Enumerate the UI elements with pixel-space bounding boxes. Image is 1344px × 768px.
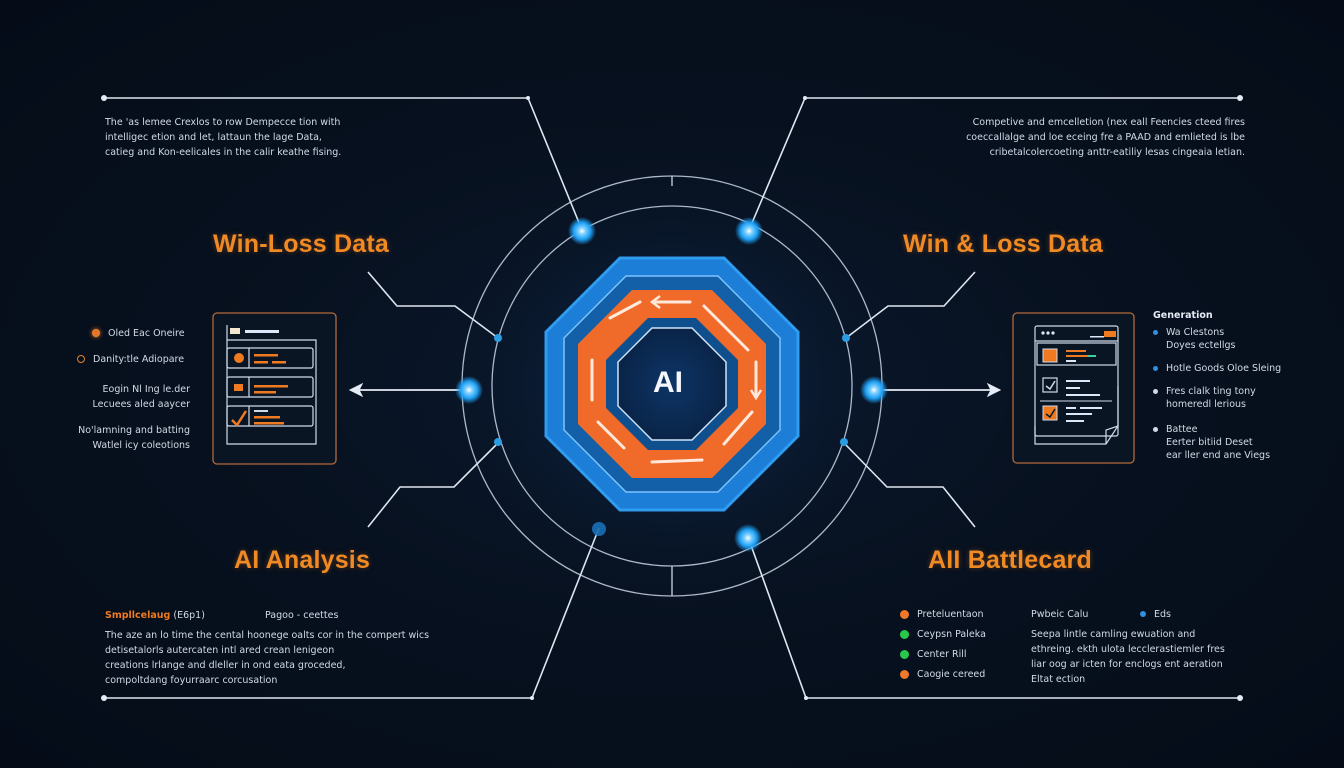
left-note-1: Eogin Nl Ing le.der Lecuees aled aaycer	[92, 384, 190, 410]
ai-core	[544, 256, 800, 512]
bottom-right-legend: Preteluentaon Ceypsn Paleka Center Rill …	[900, 604, 986, 684]
bottom-left-orange-label: Smpllcelaug	[105, 610, 171, 621]
top-right-description: Competive and emcelletion (nex eall Feen…	[966, 117, 1245, 158]
green-dot-icon	[900, 649, 909, 659]
bullet-icon	[1153, 330, 1158, 335]
top-left-description: The 'as lemee Crexlos to row Dempecce ti…	[105, 117, 342, 158]
bottom-left-right-label: Pagoo - ceettes	[265, 610, 339, 621]
bottom-right-legend-item: Preteluentaon	[900, 604, 986, 624]
generation-title: Generation	[1153, 310, 1213, 321]
bullet-icon	[1153, 427, 1158, 432]
left-note-2: No'lamning and batting Watlel icy coleot…	[78, 425, 190, 451]
generation-item: Battee Eerter bitiid Deset ear ller end …	[1153, 423, 1303, 462]
heading-win-and-loss-data: Win & Loss Data	[903, 230, 1104, 258]
orange-dot-icon	[900, 669, 909, 679]
ai-core-label: AI	[653, 366, 683, 399]
bottom-right-description: Seepa lintle camling ewuation and ethrei…	[1031, 629, 1225, 685]
bottom-right-legend-item: Caogie cereed	[900, 664, 986, 684]
orange-dot-icon	[900, 609, 909, 619]
checklist-card-left	[212, 312, 337, 465]
heading-ai-battlecard: AII Battlecard	[928, 546, 1092, 574]
heading-ai-analysis: AI Analysis	[234, 546, 371, 574]
left-legend: Oled Eac Oneire Danity:tle Adiopare	[77, 323, 185, 369]
bottom-right-legend-item: Center Rill	[900, 644, 986, 664]
generation-list: Generation Wa Clestons Doyes ectellgs Ho…	[1153, 309, 1303, 472]
bottom-right-legend-item: Ceypsn Paleka	[900, 624, 986, 644]
green-dot-icon	[900, 629, 909, 639]
generation-item: Hotle Goods Oloe Sleing	[1153, 362, 1303, 375]
bottom-left-paren-label: (E6p1)	[173, 610, 205, 621]
bottom-right-tag: Eds	[1140, 604, 1171, 624]
bullet-icon	[1153, 389, 1158, 394]
bottom-left-description: The aze an lo time the cental hoonege oa…	[105, 630, 430, 686]
ring-icon	[77, 355, 85, 363]
generation-item: Fres clalk ting tony homeredl lerious	[1153, 385, 1303, 411]
filled-circle-icon	[92, 329, 100, 337]
blue-dot-icon	[1140, 611, 1146, 617]
generation-item: Wa Clestons Doyes ectellgs	[1153, 326, 1303, 352]
heading-win-loss-data: Win-Loss Data	[213, 230, 390, 258]
left-legend-item: Danity:tle Adiopare	[77, 349, 185, 369]
bottom-left-labels: Smpllcelaug (E6p1) Pagoo - ceettes	[105, 608, 505, 623]
bullet-icon	[1153, 366, 1158, 371]
left-legend-item: Oled Eac Oneire	[92, 323, 185, 343]
battlecard-document-right	[1012, 312, 1135, 464]
bottom-right-mid-title: Pwbeic Calu	[1031, 609, 1089, 620]
